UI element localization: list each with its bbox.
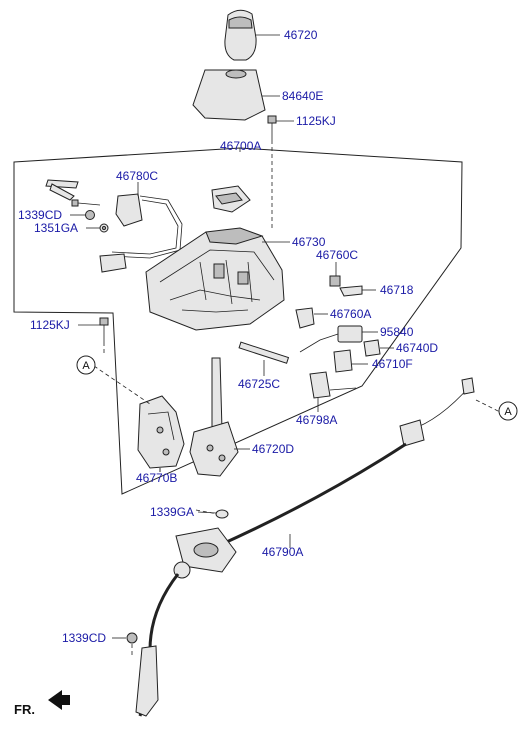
- screw-left: [71, 199, 101, 207]
- bracket-46710f-part: [333, 349, 353, 373]
- label-boot: 84640E: [282, 89, 323, 103]
- label-bracket-left: 46780C: [116, 169, 158, 183]
- label-nut-1339cd-upper: 1339CD: [18, 208, 62, 222]
- housing-46770b-part: [137, 395, 185, 469]
- clip-46760c-part: [329, 275, 341, 287]
- label-switch-95840: 95840: [380, 325, 414, 339]
- front-arrow-icon: [48, 690, 70, 710]
- nut-1339cd-upper-part: [85, 210, 95, 220]
- cover-top: [211, 185, 251, 213]
- assembly-frame: [13, 147, 463, 495]
- label-lever-body: 46730: [292, 235, 326, 249]
- nut-1339cd-lower-part: [126, 632, 138, 644]
- cover-46740d-part: [363, 339, 381, 357]
- label-sensor-46760a: 46760A: [330, 307, 371, 321]
- pin-46718-part: [339, 285, 363, 297]
- label-bracket-46798a: 46798A: [296, 413, 337, 427]
- washer-1339ga-part: [215, 509, 229, 519]
- ref-mark-right-label: A: [504, 406, 512, 418]
- label-nut-1339cd-lower: 1339CD: [62, 631, 106, 645]
- lever-46720d-part: [189, 357, 239, 477]
- label-clip-46760c: 46760C: [316, 248, 358, 262]
- shift-boot: [192, 69, 266, 121]
- switch-95840-part: [299, 325, 363, 353]
- shift-knob: [224, 9, 257, 61]
- label-washer-1339ga: 1339GA: [150, 505, 194, 519]
- label-pin-46718: 46718: [380, 283, 414, 297]
- ref-mark-left: A: [76, 355, 96, 375]
- label-cover-46740d: 46740D: [396, 341, 438, 355]
- shift-cable-part: [135, 377, 475, 717]
- ref-mark-right: A: [498, 401, 518, 421]
- bracket-46798a-part: [309, 371, 357, 399]
- washer-1351ga-part: [99, 223, 109, 233]
- lever-body-part: [145, 227, 285, 331]
- sensor-46760a-part: [295, 307, 315, 329]
- label-knob: 46720: [284, 28, 318, 42]
- front-direction-indicator: FR.: [14, 690, 70, 717]
- label-bolt-left: 1125KJ: [30, 318, 70, 332]
- label-lever-46720d: 46720D: [252, 442, 294, 456]
- label-assembly: 46700A: [220, 139, 261, 153]
- label-cable-46790a: 46790A: [262, 545, 303, 559]
- shaft-46725c-part: [238, 341, 290, 364]
- ref-mark-left-label: A: [82, 360, 90, 372]
- label-housing-46770b: 46770B: [136, 471, 177, 485]
- front-direction-label: FR.: [14, 702, 35, 717]
- clip-left: [45, 179, 79, 201]
- bolt-left-part: [99, 317, 109, 342]
- label-bolt-top: 1125KJ: [296, 114, 336, 128]
- label-shaft-46725c: 46725C: [238, 377, 280, 391]
- bolt-top: [267, 115, 277, 140]
- label-washer-1351ga: 1351GA: [34, 221, 78, 235]
- label-bracket-46710f: 46710F: [372, 357, 413, 371]
